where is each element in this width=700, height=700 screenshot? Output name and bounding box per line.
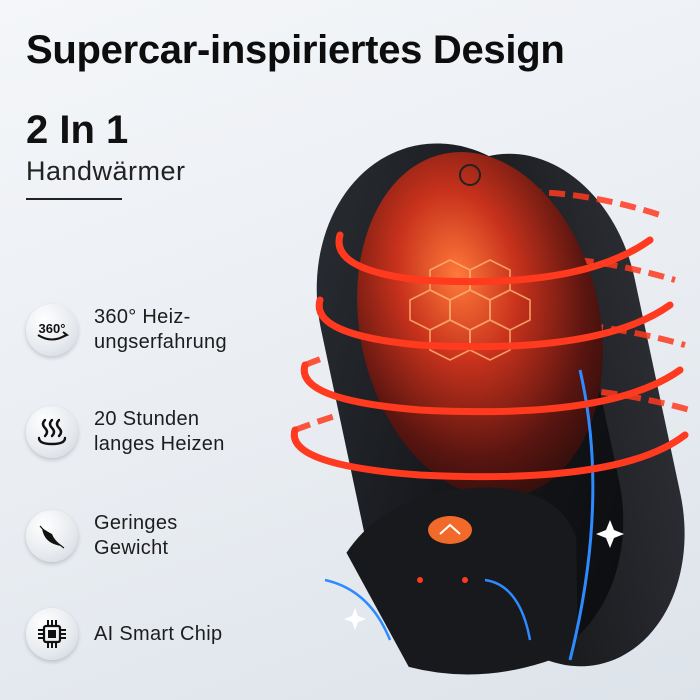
hand-warmer-illustration: [290, 143, 691, 675]
360-icon: 360°: [26, 304, 78, 356]
feature-text: 20 Stunden langes Heizen: [94, 407, 225, 457]
feature-light-weight: Geringes Gewicht: [26, 510, 178, 562]
divider: [26, 198, 122, 200]
headline: Supercar-inspiriertes Design: [26, 28, 565, 72]
heat-rings-front: [290, 231, 689, 481]
feature-heating-duration: 20 Stunden langes Heizen: [26, 406, 225, 458]
feather-icon: [26, 510, 78, 562]
product-subtitle: 2 In 1: [26, 108, 129, 152]
feature-line: ungserfahrung: [94, 331, 227, 353]
feature-line: langes Heizen: [94, 433, 225, 455]
product-label: Handwärmer: [26, 156, 186, 186]
heat-waves-icon: [26, 406, 78, 458]
feature-text: AI Smart Chip: [94, 622, 222, 647]
power-button-icon: [428, 516, 472, 544]
feature-line: AI Smart Chip: [94, 622, 223, 645]
feature-line: 360° Heiz-: [94, 306, 191, 328]
sparkle-icon: [344, 520, 624, 630]
feature-line: Geringes: [94, 512, 178, 534]
360-badge-text: 360°: [39, 321, 66, 336]
feature-360-heating: 360° 360° Heiz- ungserfahrung: [26, 304, 227, 356]
feature-text: Geringes Gewicht: [94, 511, 178, 561]
brand-logo-icon: [459, 164, 481, 186]
feature-line: 20 Stunden: [94, 408, 200, 430]
feature-ai-chip: AI Smart Chip: [26, 608, 222, 660]
feature-line: Gewicht: [94, 537, 169, 559]
chip-icon: [26, 608, 78, 660]
feature-text: 360° Heiz- ungserfahrung: [94, 305, 227, 355]
